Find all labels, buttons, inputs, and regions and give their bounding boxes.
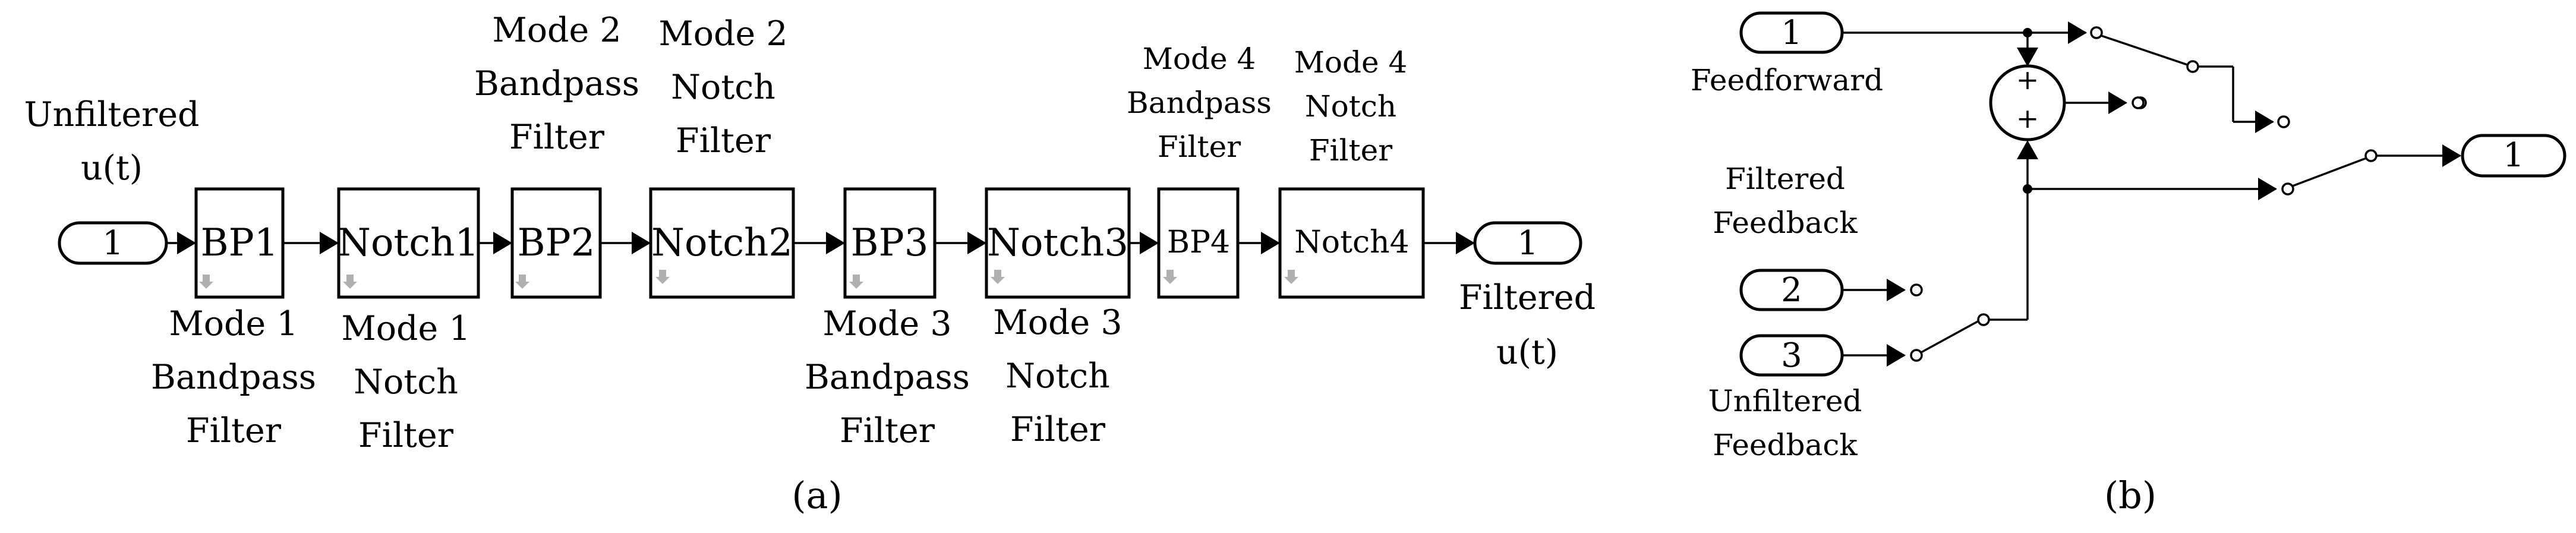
output-port-b[interactable]: 1 bbox=[2461, 134, 2566, 178]
port-number: 2 bbox=[1781, 271, 1802, 310]
block-bp3[interactable]: BP3 bbox=[843, 187, 937, 299]
notch1-label-line-2: Notch bbox=[354, 362, 458, 402]
bp2-label-line-2: Bandpass bbox=[474, 64, 639, 103]
output-port-number: 1 bbox=[1517, 224, 1538, 263]
sum-sign-top: + bbox=[2016, 64, 2039, 96]
notch4-label-line-1: Mode 4 bbox=[1294, 45, 1408, 80]
bp4-label-line-1: Mode 4 bbox=[1143, 42, 1256, 76]
port-number: 1 bbox=[1781, 14, 1802, 52]
port-number: 1 bbox=[2503, 136, 2524, 175]
bp1-label-line-1: Mode 1 bbox=[169, 304, 298, 343]
bp2-label-line-1: Mode 2 bbox=[492, 11, 621, 50]
block-notch2[interactable]: Notch2 bbox=[649, 187, 795, 299]
block-name: Notch1 bbox=[338, 221, 479, 265]
sum-block[interactable]: + + bbox=[1989, 64, 2066, 141]
notch1-label-line-1: Mode 1 bbox=[341, 309, 470, 348]
signal-chain-wires bbox=[166, 232, 1475, 254]
output-label-line-1: Filtered bbox=[1459, 278, 1596, 317]
caption-b: (b) bbox=[2104, 474, 2156, 517]
block-name: BP1 bbox=[201, 221, 279, 265]
sum-sign-bottom: + bbox=[2016, 102, 2039, 134]
feedforward-label: Feedforward bbox=[1691, 63, 1883, 97]
notch2-label-line-2: Notch bbox=[671, 68, 775, 107]
block-name: Notch4 bbox=[1294, 225, 1409, 260]
bp2-label-line-3: Filter bbox=[509, 118, 605, 157]
notch1-label-line-3: Filter bbox=[358, 416, 454, 455]
notch4-label-line-2: Notch bbox=[1305, 89, 1396, 124]
block-name: BP3 bbox=[851, 221, 929, 265]
caption-a: (a) bbox=[792, 474, 842, 517]
input-port-unfiltered[interactable]: 1 bbox=[58, 221, 168, 265]
unfiltered-feedback-label-line-2: Feedback bbox=[1713, 428, 1858, 462]
bp4-label-line-3: Filter bbox=[1158, 130, 1241, 164]
block-name: Notch3 bbox=[987, 221, 1128, 265]
block-notch1[interactable]: Notch1 bbox=[337, 187, 480, 299]
block-bp4[interactable]: BP4 bbox=[1157, 187, 1240, 299]
panel-b-wires bbox=[1842, 21, 2461, 367]
notch2-label-line-1: Mode 2 bbox=[658, 14, 787, 53]
input-port-filtered-feedback[interactable]: 2 bbox=[1739, 269, 1844, 311]
notch4-label-line-3: Filter bbox=[1309, 133, 1392, 168]
input-port-number: 1 bbox=[102, 224, 124, 263]
notch3-label-line-1: Mode 3 bbox=[993, 303, 1122, 342]
notch3-label-line-2: Notch bbox=[1005, 357, 1110, 396]
bp3-label-line-2: Bandpass bbox=[805, 358, 970, 397]
input-label-line-2: u(t) bbox=[81, 149, 143, 188]
block-name: BP4 bbox=[1167, 225, 1230, 260]
port-number: 3 bbox=[1781, 336, 1802, 375]
block-name: Notch2 bbox=[651, 221, 793, 265]
input-label-line-1: Unfiltered bbox=[24, 95, 199, 134]
bp3-label-line-3: Filter bbox=[840, 411, 935, 450]
notch2-label-line-3: Filter bbox=[676, 121, 771, 160]
input-port-feedforward[interactable]: 1 bbox=[1739, 11, 1844, 54]
unfiltered-feedback-label-line-1: Unfiltered bbox=[1708, 384, 1862, 418]
filtered-feedback-label-line-1: Filtered bbox=[1725, 162, 1845, 196]
block-bp1[interactable]: BP1 bbox=[194, 187, 285, 299]
bp4-label-line-2: Bandpass bbox=[1127, 86, 1272, 120]
block-notch3[interactable]: Notch3 bbox=[985, 187, 1131, 299]
panel-a: 1 Unfiltered u(t) BP1 Mode 1 Bandpass Fi… bbox=[24, 11, 1596, 517]
bp1-label-line-3: Filter bbox=[186, 411, 282, 450]
panel-b: 1 Feedforward + + Filtered Feedback 2 3 … bbox=[1691, 11, 2566, 517]
bp1-label-line-2: Bandpass bbox=[151, 358, 316, 397]
filtered-feedback-label-line-2: Feedback bbox=[1713, 206, 1858, 240]
output-port-filtered[interactable]: 1 bbox=[1473, 221, 1582, 265]
block-name: BP2 bbox=[518, 221, 595, 265]
output-label-line-2: u(t) bbox=[1496, 333, 1558, 372]
block-notch4[interactable]: Notch4 bbox=[1278, 187, 1425, 299]
input-port-unfiltered-feedback[interactable]: 3 bbox=[1739, 334, 1844, 377]
block-bp2[interactable]: BP2 bbox=[510, 187, 602, 299]
bp3-label-line-1: Mode 3 bbox=[822, 304, 951, 343]
notch3-label-line-3: Filter bbox=[1010, 410, 1106, 449]
